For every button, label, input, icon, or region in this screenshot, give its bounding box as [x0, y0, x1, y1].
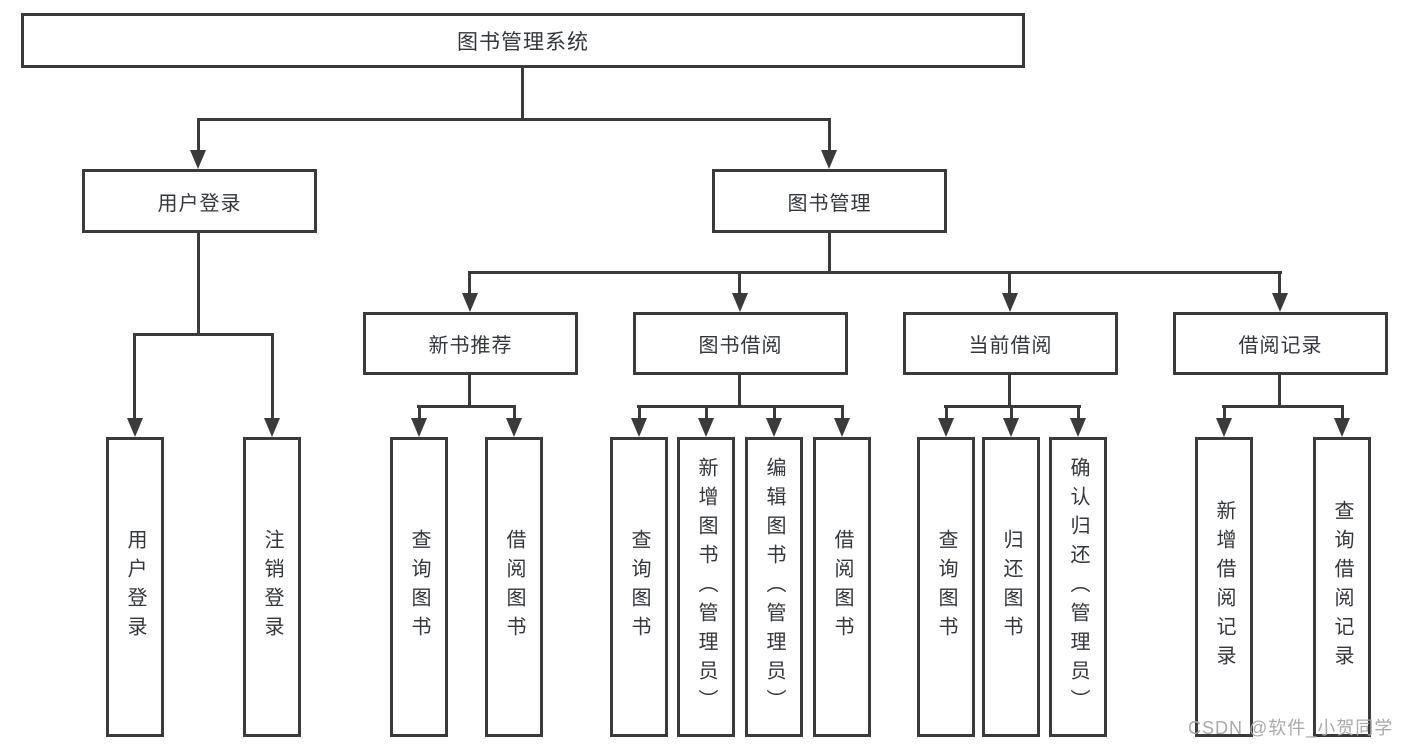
arrow-down-icon [732, 293, 748, 312]
arrow-down-icon [938, 418, 954, 437]
arrow-down-icon [1070, 418, 1086, 437]
arrow-down-icon [821, 150, 837, 169]
node-borrow-records: 借阅记录 [1173, 312, 1388, 375]
node-label: 查询图书 [408, 529, 430, 645]
node-label: 图书管理系统 [457, 30, 589, 54]
connector-leaf-stem [513, 408, 516, 420]
leaf-records-query-record: 查询借阅记录 [1313, 437, 1371, 737]
connector-bookborrow-down [738, 375, 741, 407]
node-label: 当前借阅 [968, 335, 1053, 357]
connector-user-login-rail [133, 333, 274, 336]
connector-level3-stem [1008, 274, 1011, 295]
connector-currentborrow-rail [944, 405, 1081, 408]
arrow-down-icon [1216, 418, 1232, 437]
node-label: 查询借阅记录 [1331, 500, 1353, 674]
arrow-down-icon [1272, 293, 1288, 312]
node-label: 用户登录 [157, 192, 242, 215]
node-label: 查询图书 [628, 529, 650, 645]
connector-leaf-stem [1010, 408, 1013, 420]
connector-leaf-stem [418, 408, 421, 420]
connector-user-login-down [197, 233, 200, 335]
arrow-down-icon [631, 418, 647, 437]
node-label: 借阅图书 [831, 529, 853, 645]
arrow-down-icon [1334, 418, 1350, 437]
connector-book-mgmt-down [828, 233, 831, 273]
node-label: 编辑图书（管理员） [763, 456, 785, 718]
node-label: 用户登录 [124, 529, 146, 645]
arrow-down-icon [190, 150, 206, 169]
node-label: 确认归还（管理员） [1067, 456, 1089, 718]
connector-leaf-stem [841, 408, 844, 420]
leaf-user-login: 用户登录 [106, 437, 164, 737]
connector-level3-rail [468, 271, 1282, 274]
connector-bookborrow-rail [637, 405, 844, 408]
connector-newbook-down [468, 375, 471, 407]
connector-level3-stem [738, 274, 741, 295]
connector-leaf-stem [1341, 408, 1344, 420]
connector-leaf-stem [1223, 408, 1226, 420]
arrow-down-icon [834, 418, 850, 437]
connector-newbook-rail [417, 405, 516, 408]
connector-leaf-stem [705, 408, 708, 420]
node-label: 图书管理 [787, 192, 872, 215]
node-library-management-system: 图书管理系统 [21, 13, 1025, 68]
arrow-down-icon [1003, 418, 1019, 437]
connector-leaf-stem [133, 336, 136, 420]
connector-user-login-stem [197, 121, 200, 152]
node-label: 归还图书 [1000, 529, 1022, 645]
node-label: 图书借阅 [698, 335, 783, 357]
arrow-down-icon [264, 418, 280, 437]
connector-records-rail [1222, 405, 1344, 408]
connector-currentborrow-down [1008, 375, 1011, 407]
leaf-current-return-books: 归还图书 [982, 437, 1040, 737]
csdn-watermark: CSDN @软件_小贺同学 [1188, 718, 1394, 738]
connector-leaf-stem [638, 408, 641, 420]
arrow-down-icon [411, 418, 427, 437]
arrow-down-icon [462, 293, 478, 312]
node-label: 借阅图书 [503, 529, 525, 645]
node-label: 新增借阅记录 [1213, 500, 1235, 674]
leaf-records-add-record: 新增借阅记录 [1195, 437, 1253, 737]
node-book-borrow: 图书借阅 [633, 312, 848, 375]
node-label: 新增图书（管理员） [695, 456, 717, 718]
connector-leaf-stem [945, 408, 948, 420]
connector-book-mgmt-stem [828, 121, 831, 152]
arrow-down-icon [506, 418, 522, 437]
node-label: 新书推荐 [428, 335, 513, 357]
arrow-down-icon [766, 418, 782, 437]
connector-leaf-stem [271, 336, 274, 420]
node-label: 查询图书 [935, 529, 957, 645]
connector-level3-stem [468, 274, 471, 295]
leaf-current-query-books: 查询图书 [917, 437, 975, 737]
connector-level3-stem [1278, 274, 1281, 295]
connector-leaf-stem [773, 408, 776, 420]
node-current-borrow: 当前借阅 [903, 312, 1118, 375]
arrow-down-icon [127, 418, 143, 437]
leaf-current-confirm-return-admin: 确认归还（管理员） [1049, 437, 1107, 737]
arrow-down-icon [698, 418, 714, 437]
connector-root-stem [521, 68, 524, 120]
leaf-newbook-query-books: 查询图书 [390, 437, 448, 737]
leaf-borrow-edit-books-admin: 编辑图书（管理员） [745, 437, 803, 737]
node-new-book-recommend: 新书推荐 [363, 312, 578, 375]
leaf-borrow-borrow-books: 借阅图书 [813, 437, 871, 737]
node-label: 借阅记录 [1238, 335, 1323, 357]
node-user-login: 用户登录 [82, 169, 317, 233]
leaf-borrow-query-books: 查询图书 [610, 437, 668, 737]
leaf-logout: 注销登录 [243, 437, 301, 737]
node-book-management: 图书管理 [712, 169, 947, 233]
leaf-newbook-borrow-books: 借阅图书 [485, 437, 543, 737]
connector-level2-rail [197, 118, 831, 121]
leaf-borrow-add-books-admin: 新增图书（管理员） [677, 437, 735, 737]
node-label: 注销登录 [261, 529, 283, 645]
connector-records-down [1278, 375, 1281, 407]
connector-leaf-stem [1077, 408, 1080, 420]
arrow-down-icon [1002, 293, 1018, 312]
